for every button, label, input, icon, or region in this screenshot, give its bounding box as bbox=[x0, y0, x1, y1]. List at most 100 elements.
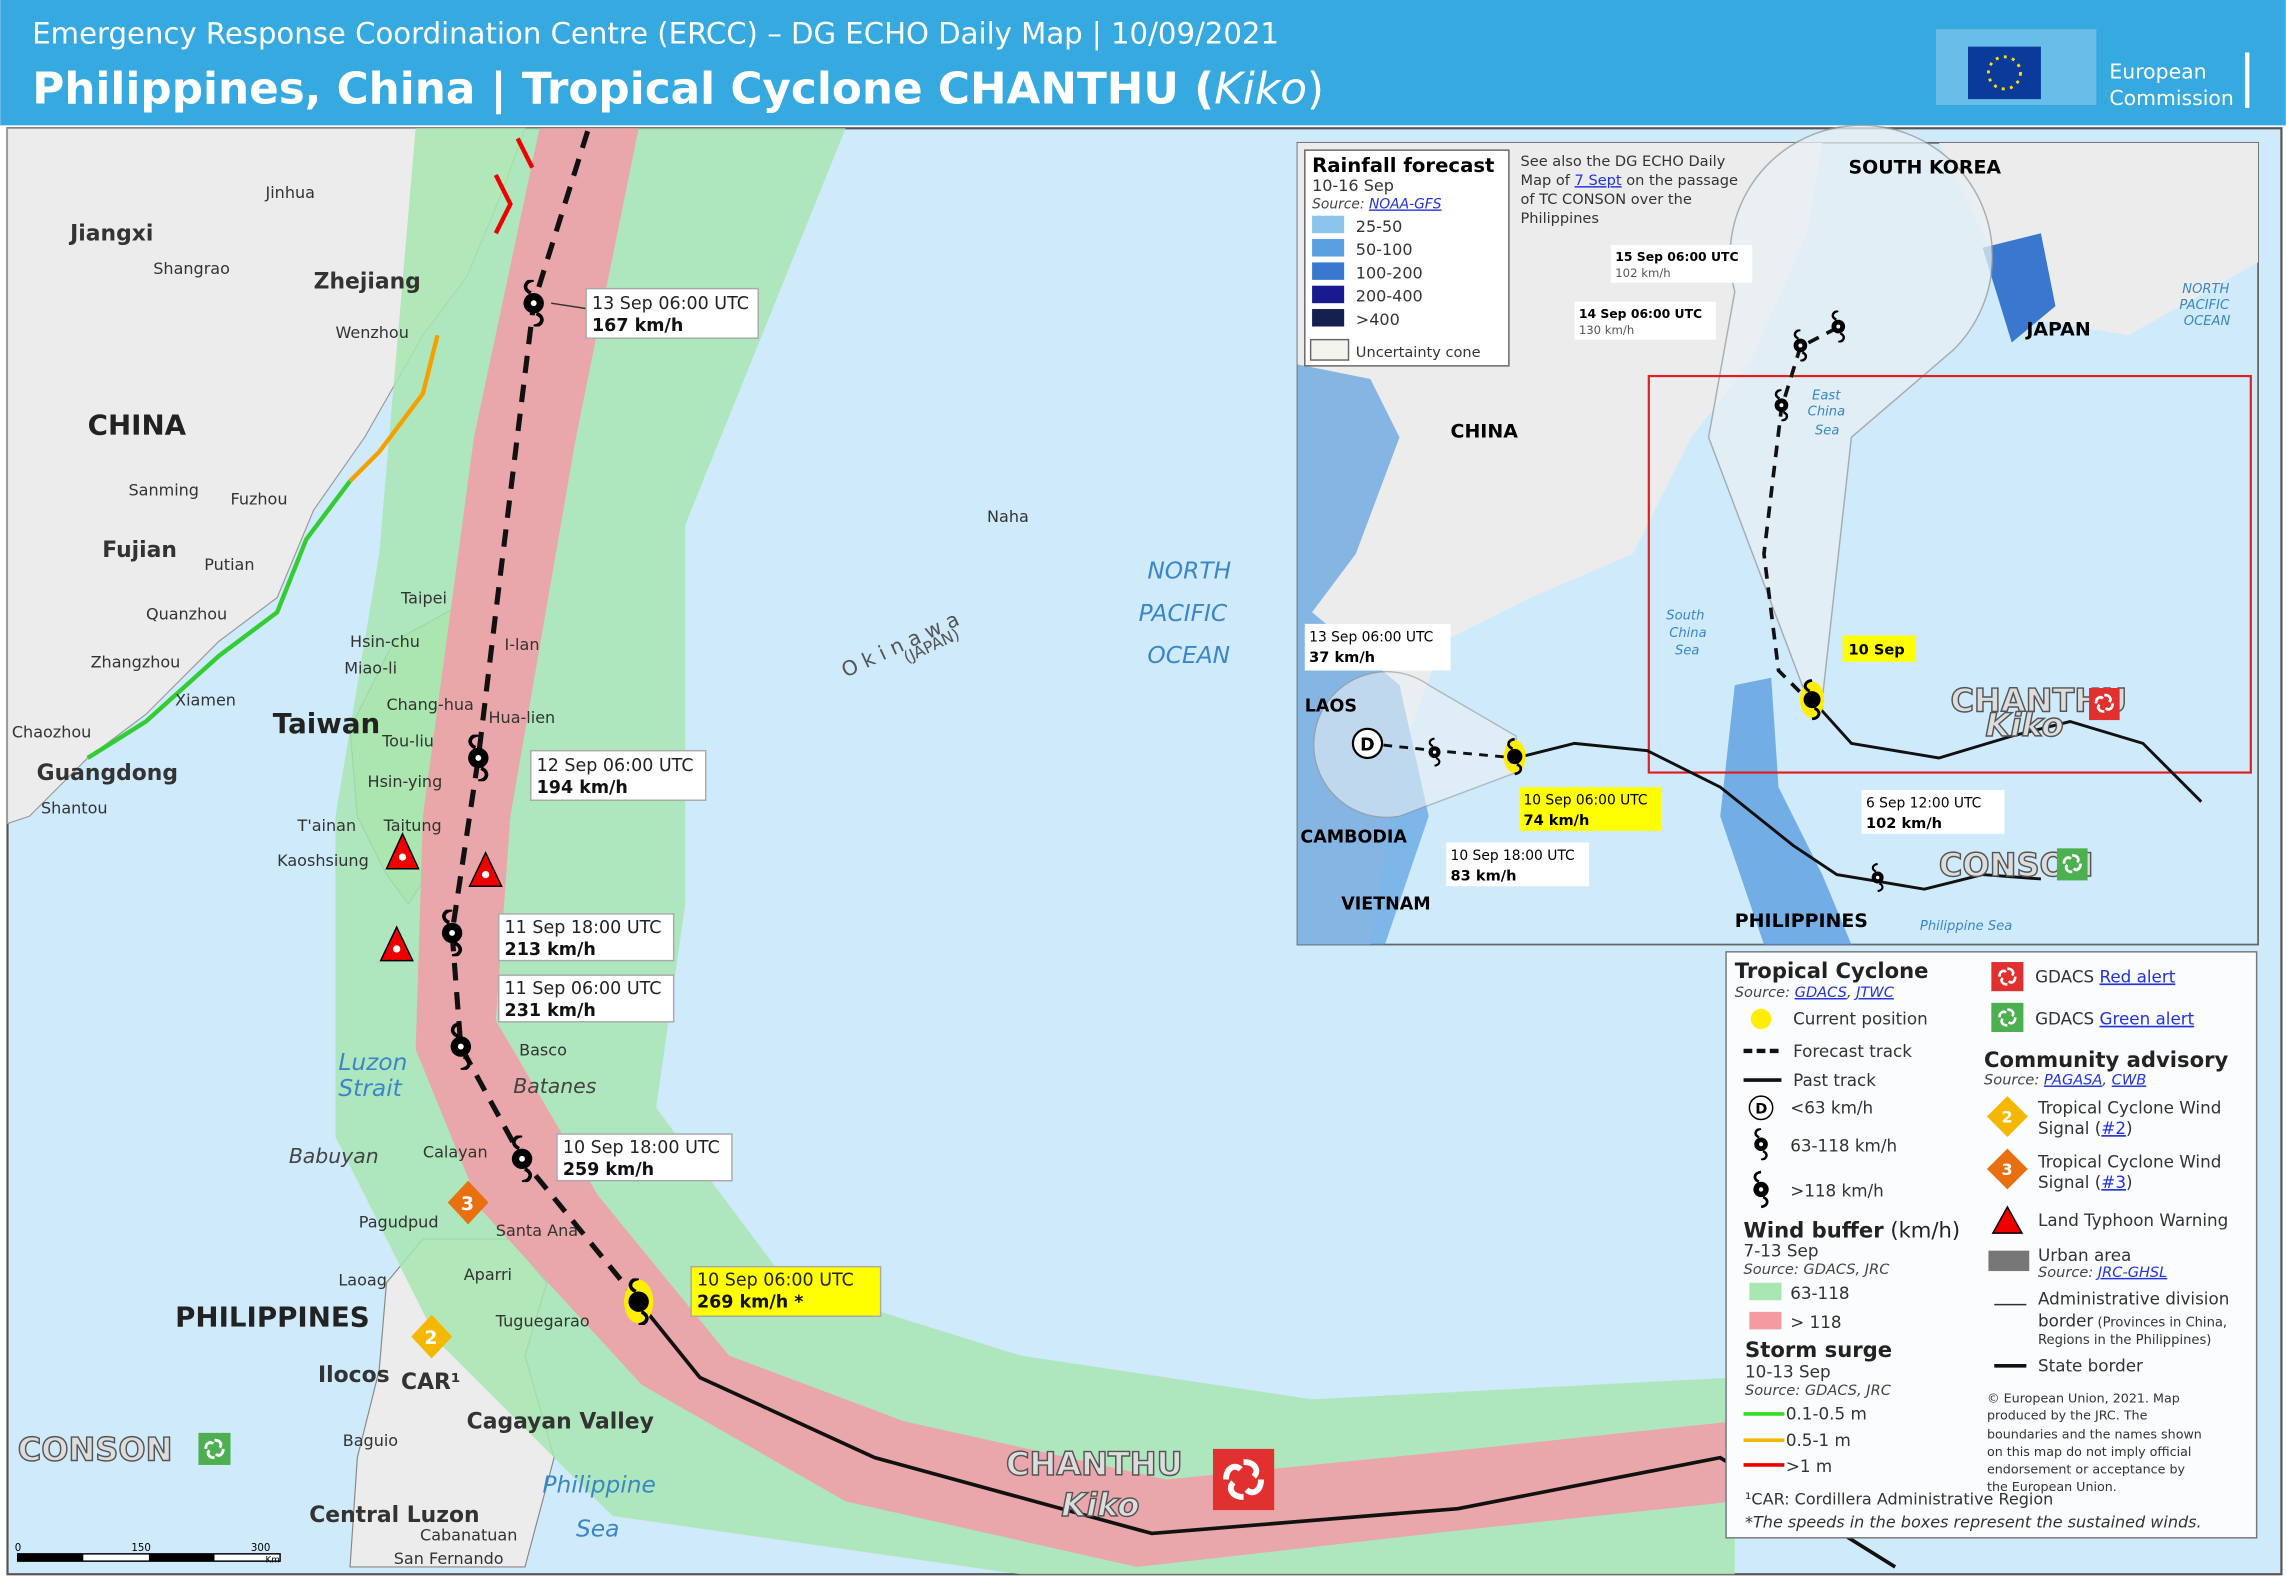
svg-text:Shangrao: Shangrao bbox=[153, 259, 230, 278]
svg-text:Luzon: Luzon bbox=[338, 1049, 407, 1076]
past-track bbox=[637, 1300, 1897, 1569]
rainfall-swatch bbox=[1312, 239, 1345, 257]
inset-uncertainty-cone-2 bbox=[1312, 671, 1517, 819]
cwb-link[interactable]: CWB bbox=[2112, 1071, 2147, 1088]
svg-text:PACIFIC: PACIFIC bbox=[1139, 600, 1228, 627]
svg-text:150: 150 bbox=[131, 1543, 150, 1554]
svg-text:PACIFIC: PACIFIC bbox=[2179, 298, 2230, 313]
svg-text:231 km/h: 231 km/h bbox=[505, 1001, 596, 1021]
svg-text:63-118: 63-118 bbox=[1790, 1283, 1849, 1303]
svg-text:D: D bbox=[1755, 1101, 1767, 1118]
noaa-gfs-link[interactable]: NOAA-GFS bbox=[1369, 196, 1442, 212]
inset-green-alert-icon[interactable] bbox=[2056, 848, 2088, 881]
svg-text:Signal (#2): Signal (#2) bbox=[2038, 1118, 2133, 1138]
svg-text:Past track: Past track bbox=[1793, 1070, 1876, 1090]
svg-text:Current position: Current position bbox=[1793, 1009, 1928, 1029]
wind-signal-2-icon bbox=[1986, 1096, 2028, 1137]
depression-icon bbox=[1748, 1095, 1774, 1121]
current-position-icon bbox=[1750, 1008, 1772, 1030]
svg-text:South: South bbox=[1666, 608, 1704, 623]
svg-text:China: China bbox=[1669, 626, 1706, 641]
svg-text:269 km/h *: 269 km/h * bbox=[697, 1293, 804, 1313]
svg-text:CAR¹: CAR¹ bbox=[401, 1370, 460, 1395]
svg-text:2: 2 bbox=[424, 1327, 437, 1349]
svg-text:Kaoshsiung: Kaoshsiung bbox=[277, 851, 369, 870]
inset-map[interactable]: D Rainfall forecast 10-16 Sep Source: NO… bbox=[1296, 124, 2259, 946]
svg-text:boundaries and the names shown: boundaries and the names shown bbox=[1987, 1427, 2202, 1442]
land-typhoon-warning-icon bbox=[385, 832, 420, 870]
signal-2-link[interactable]: #2 bbox=[2101, 1118, 2126, 1138]
svg-text:0.5-1 m: 0.5-1 m bbox=[1786, 1430, 1851, 1450]
svg-text:I-lan: I-lan bbox=[505, 635, 540, 654]
consON-note: See also the DG ECHO Daily Map of 7 Sept… bbox=[1521, 153, 1739, 227]
svg-text:10 Sep 06:00 UTC: 10 Sep 06:00 UTC bbox=[697, 1271, 854, 1291]
svg-text:© European Union, 2021. Map: © European Union, 2021. Map bbox=[1987, 1390, 2180, 1405]
scale-bar: 0 150 300 Km bbox=[15, 1543, 281, 1566]
svg-text:Xiamen: Xiamen bbox=[175, 690, 236, 709]
pagasa-link[interactable]: PAGASA bbox=[2044, 1071, 2102, 1088]
rainfall-swatch bbox=[1312, 285, 1345, 304]
svg-text:OCEAN: OCEAN bbox=[2184, 314, 2231, 329]
svg-text:Source: GDACS, JRC: Source: GDACS, JRC bbox=[1744, 1261, 1891, 1278]
svg-text:Strait: Strait bbox=[338, 1075, 402, 1102]
svg-text:Sea: Sea bbox=[576, 1515, 619, 1542]
svg-text:Kiko: Kiko bbox=[1986, 706, 2064, 744]
svg-text:CHINA: CHINA bbox=[88, 408, 187, 441]
svg-text:2: 2 bbox=[2002, 1107, 2013, 1126]
svg-text:Uncertainty cone: Uncertainty cone bbox=[1356, 344, 1481, 361]
svg-text:Jiangxi: Jiangxi bbox=[68, 222, 153, 247]
storm-surge-green bbox=[86, 479, 352, 760]
gdacs-green-alert-icon[interactable] bbox=[198, 1432, 231, 1465]
signal-3-link[interactable]: #3 bbox=[2101, 1172, 2126, 1192]
inset-conson-track bbox=[1515, 741, 2042, 891]
jtwc-link[interactable]: JTWC bbox=[1853, 984, 1895, 1001]
svg-text:Hsin-chu: Hsin-chu bbox=[350, 632, 420, 651]
red-alert-link[interactable]: Red alert bbox=[2099, 966, 2175, 986]
svg-text:Quanzhou: Quanzhou bbox=[146, 604, 227, 623]
svg-text:11 Sep 06:00 UTC: 11 Sep 06:00 UTC bbox=[505, 979, 662, 999]
gdacs-red-alert-icon[interactable] bbox=[1212, 1448, 1275, 1511]
svg-text:Cabanatuan: Cabanatuan bbox=[420, 1526, 517, 1545]
svg-text:3: 3 bbox=[461, 1193, 474, 1215]
rainfall-class-label: 50-100 bbox=[1356, 240, 1413, 259]
svg-text:3: 3 bbox=[2002, 1160, 2013, 1179]
green-alert-link[interactable]: Green alert bbox=[2099, 1009, 2194, 1029]
svg-text:Source: GDACS, JRC: Source: GDACS, JRC bbox=[1745, 1382, 1892, 1399]
storm-name-chanthu: CHANTHU Kiko bbox=[1005, 1444, 1183, 1524]
inset-land-philippines bbox=[1720, 677, 1852, 945]
svg-text:CHANTHU: CHANTHU bbox=[1006, 1445, 1183, 1483]
land-typhoon-warning-icon bbox=[379, 925, 414, 962]
inset-past-track bbox=[1810, 698, 2203, 803]
svg-text:of TC CONSON over the: of TC CONSON over the bbox=[1521, 191, 1692, 208]
svg-text:Wind buffer (km/h): Wind buffer (km/h) bbox=[1744, 1218, 1961, 1243]
svg-text:Rainfall forecast: Rainfall forecast bbox=[1312, 154, 1494, 177]
rainfall-swatch bbox=[1312, 215, 1345, 234]
svg-text:Kiko: Kiko bbox=[1061, 1486, 1139, 1524]
svg-text:<63 km/h: <63 km/h bbox=[1790, 1098, 1873, 1118]
svg-text:130 km/h: 130 km/h bbox=[1579, 323, 1634, 337]
svg-text:T'ainan: T'ainan bbox=[297, 816, 357, 835]
svg-text:300: 300 bbox=[251, 1543, 270, 1554]
svg-text:Jinhua: Jinhua bbox=[264, 183, 314, 202]
inset-red-alert-icon[interactable] bbox=[2089, 688, 2120, 721]
gdacs-link[interactable]: GDACS bbox=[1795, 984, 1847, 1001]
svg-text:Naha: Naha bbox=[987, 507, 1029, 526]
svg-text:CAMBODIA: CAMBODIA bbox=[1300, 828, 1407, 848]
svg-text:GDACS Red alert: GDACS Red alert bbox=[2035, 966, 2176, 986]
svg-text:Chang-hua: Chang-hua bbox=[386, 695, 473, 714]
svg-text:Zhejiang: Zhejiang bbox=[314, 270, 421, 295]
svg-text:Sanming: Sanming bbox=[128, 481, 199, 500]
wind-signal-2-icon: 2 bbox=[411, 1314, 453, 1359]
7-sept-map-link[interactable]: 7 Sept bbox=[1575, 172, 1622, 189]
svg-text:12 Sep 06:00 UTC: 12 Sep 06:00 UTC bbox=[537, 756, 694, 776]
svg-text:74 km/h: 74 km/h bbox=[1523, 812, 1589, 829]
svg-text:Tropical Cyclone: Tropical Cyclone bbox=[1735, 958, 1929, 983]
storm-name-conson: CONSON bbox=[17, 1430, 173, 1469]
jrc-ghsl-link[interactable]: JRC-GHSL bbox=[2095, 1264, 2167, 1281]
map-legend: Tropical Cyclone Source: GDACS, JTWC Cur… bbox=[1725, 951, 2258, 1539]
european-commission-logo: European Commission bbox=[1935, 29, 2250, 110]
svg-text:State border: State border bbox=[2038, 1356, 2143, 1376]
